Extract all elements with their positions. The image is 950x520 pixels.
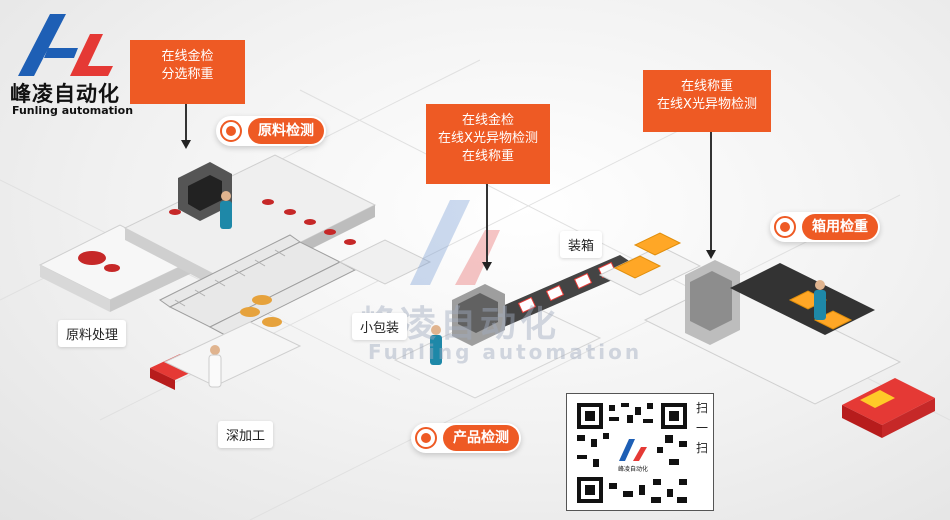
- target-icon: [220, 120, 242, 142]
- target-icon: [774, 216, 796, 238]
- connector-line: [185, 104, 187, 140]
- scan-char-1: 扫: [695, 401, 708, 415]
- callout-product-inspection: 在线金检 在线X光异物检测 在线称重: [426, 104, 550, 184]
- arrow-down-icon: [181, 140, 191, 149]
- connector-line: [486, 184, 488, 262]
- badge-raw-inspection: 原料检测: [216, 116, 326, 146]
- badge-product-inspection-label: 产品检测: [443, 425, 519, 451]
- badge-raw-inspection-label: 原料检测: [248, 118, 324, 144]
- callout-product-line-1: 在线金检: [461, 113, 514, 128]
- badge-product-inspection: 产品检测: [411, 423, 521, 453]
- badge-box-check: 箱用检重: [770, 212, 880, 242]
- qr-caption: 峰凌自动化: [617, 466, 648, 473]
- callout-product-line-2: 在线X光异物检测: [438, 131, 538, 146]
- arrow-down-icon: [706, 250, 716, 259]
- callout-box-inspection: 在线称重 在线X光异物检测: [643, 70, 771, 132]
- callout-raw-line-2: 分选称重: [161, 67, 214, 82]
- scan-char-3: 扫: [695, 441, 708, 455]
- callout-box-line-1: 在线称重: [680, 79, 733, 94]
- scan-char-2: 一: [695, 421, 708, 435]
- qr-card: 峰凌自动化: [566, 393, 714, 511]
- target-icon: [415, 427, 437, 449]
- watermark-logo: [400, 190, 510, 290]
- scan-label: 扫 一 扫: [694, 398, 710, 458]
- callout-raw-line-1: 在线金检: [161, 49, 214, 64]
- connector-line: [710, 132, 712, 250]
- callout-box-line-2: 在线X光异物检测: [657, 97, 757, 112]
- arrow-down-icon: [482, 262, 492, 271]
- station-raw-processing: 原料处理: [58, 320, 127, 347]
- badge-box-check-label: 箱用检重: [802, 214, 878, 240]
- qr-code-icon: [573, 399, 691, 507]
- station-small-pack: 小包装: [352, 313, 408, 340]
- station-deep-processing: 深加工: [218, 421, 274, 448]
- logo-mark-icon: [18, 14, 113, 76]
- brand-name: 峰凌自动化: [10, 82, 120, 106]
- callout-product-line-3: 在线称重: [461, 149, 514, 164]
- watermark-subtitle: Funling automation: [368, 340, 643, 364]
- brand-subtitle: Funling automation: [12, 104, 134, 117]
- station-boxing: 装箱: [560, 231, 603, 258]
- brand-logo: [8, 6, 138, 116]
- callout-raw-inspection: 在线金检 分选称重: [130, 40, 245, 104]
